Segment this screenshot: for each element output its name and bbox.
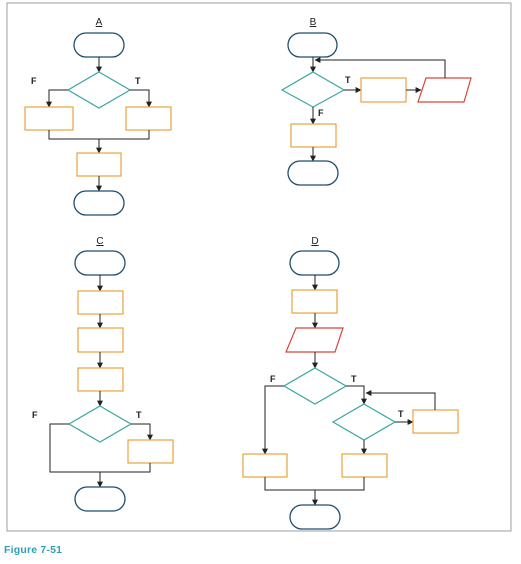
flowchart-a-title: A bbox=[96, 17, 103, 28]
flowchart-figure: A F T B T F C bbox=[6, 2, 512, 532]
flowchart-d-process bbox=[291, 289, 338, 314]
flowchart-c-true-label: T bbox=[136, 410, 142, 420]
flowchart-c-title: C bbox=[96, 236, 103, 247]
flowchart-c-process-1 bbox=[77, 290, 124, 315]
flowchart-d-true-branch bbox=[346, 385, 367, 405]
flowchart-d-false-process bbox=[242, 453, 288, 478]
flowchart-a-end-terminal bbox=[73, 190, 125, 216]
flowchart-a-true-process bbox=[125, 106, 172, 131]
figure-caption: Figure 7-51 bbox=[4, 544, 63, 556]
flowchart-c-false-branch bbox=[49, 423, 100, 473]
flowchart-d-inner-false-process bbox=[341, 453, 388, 478]
flowchart-a-false-process bbox=[24, 106, 74, 131]
flowchart-c-true-branch bbox=[131, 423, 153, 441]
flowchart-d-merge bbox=[264, 477, 365, 491]
flowchart-b-true-label: T bbox=[345, 75, 351, 85]
flowchart-a-start-terminal bbox=[73, 32, 125, 58]
figure-frame bbox=[6, 2, 512, 532]
flowchart-d-input-output bbox=[285, 327, 344, 353]
flowchart-b-process bbox=[290, 123, 337, 148]
flowchart-a-true-label: T bbox=[135, 76, 141, 86]
flowchart-a-true-branch bbox=[130, 89, 152, 108]
flowchart-d-title: D bbox=[311, 236, 318, 247]
flowchart-a-false-branch bbox=[46, 89, 68, 108]
flowchart-d-loop-back bbox=[365, 390, 436, 410]
flowchart-b-decision bbox=[280, 71, 346, 108]
flowchart-d-start-terminal bbox=[289, 250, 340, 276]
flowchart-a-merge bbox=[48, 130, 150, 140]
flowchart-d-loop-process bbox=[412, 409, 459, 434]
flowchart-d-end-terminal bbox=[289, 504, 341, 530]
flowchart-b-loop-back bbox=[314, 57, 446, 78]
flowchart-a-decision bbox=[66, 71, 132, 109]
flowchart-b-loop-process bbox=[360, 77, 407, 103]
flowchart-d-true-label: T bbox=[351, 374, 357, 384]
flowchart-c-process-3 bbox=[77, 367, 124, 392]
flowchart-c-merge bbox=[100, 463, 151, 473]
flowchart-d-outer-decision bbox=[282, 367, 348, 405]
flowchart-b-title: B bbox=[310, 17, 317, 28]
flowchart-d: D F T T bbox=[242, 236, 459, 530]
flowchart-c-false-label: F bbox=[32, 410, 38, 420]
flowchart-d-false-branch bbox=[262, 385, 284, 455]
flowchart-b-end-terminal bbox=[287, 160, 339, 186]
flowchart-d-inner-decision bbox=[331, 403, 397, 441]
flowchart-a-false-label: F bbox=[31, 76, 37, 86]
flowchart-a: A F T bbox=[24, 17, 172, 216]
flowchart-b-input-output bbox=[417, 77, 472, 103]
flowchart-c-start-terminal bbox=[74, 250, 126, 276]
flowchart-c: C T F bbox=[32, 236, 174, 512]
flowchart-a-process bbox=[76, 152, 122, 177]
flowchart-b-false-label: F bbox=[318, 108, 324, 118]
flowchart-b-start-terminal bbox=[287, 32, 338, 58]
flowchart-d-false-label: F bbox=[270, 374, 276, 384]
flowchart-d-inner-true-label: T bbox=[398, 409, 404, 419]
flowchart-c-true-process bbox=[127, 439, 174, 464]
flowchart-b: B T F bbox=[280, 17, 472, 186]
flowchart-c-end-terminal bbox=[74, 486, 126, 512]
flowchart-c-process-2 bbox=[77, 327, 124, 353]
flowchart-c-decision bbox=[67, 405, 133, 443]
